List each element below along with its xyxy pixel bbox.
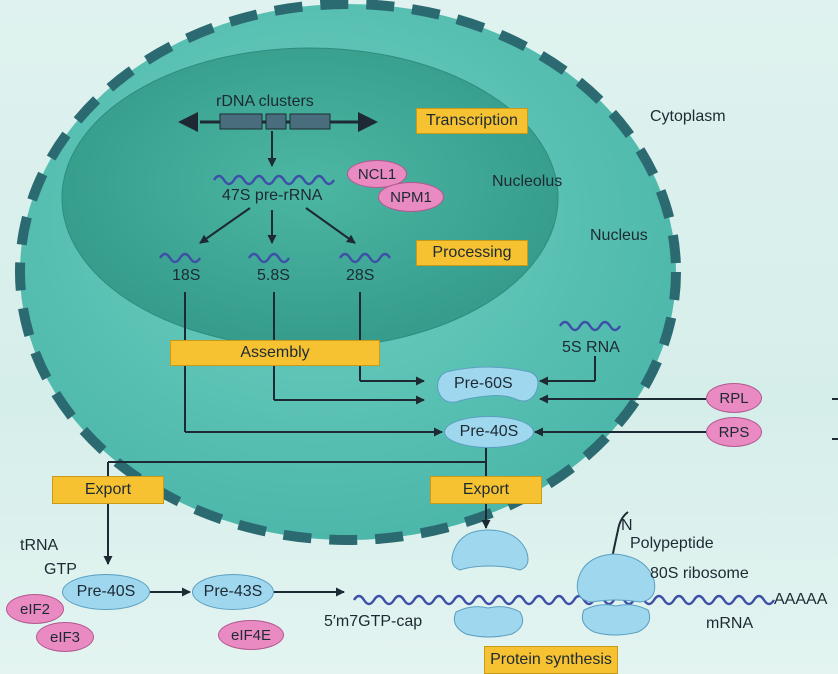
- rrna-28s-label: 28S: [346, 267, 375, 284]
- rdna-gene-block: [219, 113, 263, 130]
- transcription-box: Transcription: [416, 108, 528, 134]
- rdna-gene-block: [265, 113, 287, 130]
- rdna-arrow-right-icon: [358, 112, 378, 132]
- rna-5s-label: 5S RNA: [562, 339, 620, 356]
- pre-rrna-47s-strand: [212, 174, 336, 186]
- rna-5s-strand: [558, 320, 622, 332]
- edge-mark: [832, 398, 838, 400]
- ncl1-protein: NCL1: [347, 160, 407, 188]
- trna-label: tRNA: [20, 537, 59, 554]
- export-box-right: Export: [430, 476, 542, 504]
- pre-40s-nuclear-subunit: Pre-40S: [444, 416, 534, 448]
- rrna-18s-strand: [158, 252, 202, 264]
- protein-synthesis-box: Protein synthesis: [484, 646, 618, 674]
- rdna-gene-block: [289, 113, 331, 130]
- assembly-box: Assembly: [170, 340, 380, 366]
- nucleus-label: Nucleus: [590, 227, 648, 244]
- rdna-arrow-left-icon: [178, 112, 198, 132]
- pre-40s-cytoplasmic-subunit: Pre-40S: [62, 574, 150, 610]
- rdna-clusters-label: rDNA clusters: [216, 93, 314, 110]
- nucleolus-label: Nucleolus: [492, 173, 563, 190]
- n-terminus-label: N: [621, 517, 633, 534]
- arrow-to-28s: [305, 207, 356, 244]
- ribosome-80s-large-icon: [576, 553, 656, 603]
- arrow-to-18s: [199, 207, 251, 244]
- ribosome-80s-small-icon: [581, 604, 651, 636]
- rrna-18s-label: 18S: [172, 267, 201, 284]
- ribosome-80s-label: 80S ribosome: [650, 565, 749, 582]
- rps-protein: RPS: [706, 417, 762, 447]
- pre-60s-subunit-icon: [437, 366, 539, 403]
- npm1-protein: NPM1: [378, 182, 444, 212]
- export-box-left: Export: [52, 476, 164, 504]
- cap-label: 5′m7GTP-cap: [324, 613, 423, 630]
- polypeptide-label: Polypeptide: [630, 535, 714, 552]
- mrna-label: mRNA: [706, 615, 754, 632]
- edge-mark: [832, 438, 838, 440]
- gtp-label: GTP: [44, 561, 77, 578]
- free-small-subunit-icon: [453, 606, 524, 638]
- pre-60s-label: Pre-60S: [454, 375, 513, 392]
- poly-a-tail-label: AAAAA: [774, 591, 828, 608]
- eif4e-factor: eIF4E: [218, 620, 284, 650]
- eif3-factor: eIF3: [36, 622, 94, 652]
- pre-43s-complex: Pre-43S: [192, 574, 274, 610]
- eif2-factor: eIF2: [6, 594, 64, 624]
- pre-rrna-47s-label: 47S pre-rRNA: [222, 187, 323, 204]
- rpl-protein: RPL: [706, 383, 762, 413]
- rrna-5-8s-strand: [247, 252, 291, 264]
- free-large-subunit-icon: [451, 529, 529, 571]
- mrna-strand: [352, 594, 776, 606]
- rrna-28s-strand: [338, 252, 392, 264]
- cytoplasm-label: Cytoplasm: [650, 108, 726, 125]
- rrna-5-8s-label: 5.8S: [257, 267, 290, 284]
- processing-box: Processing: [416, 240, 528, 266]
- nuclear-envelope: [15, 0, 681, 545]
